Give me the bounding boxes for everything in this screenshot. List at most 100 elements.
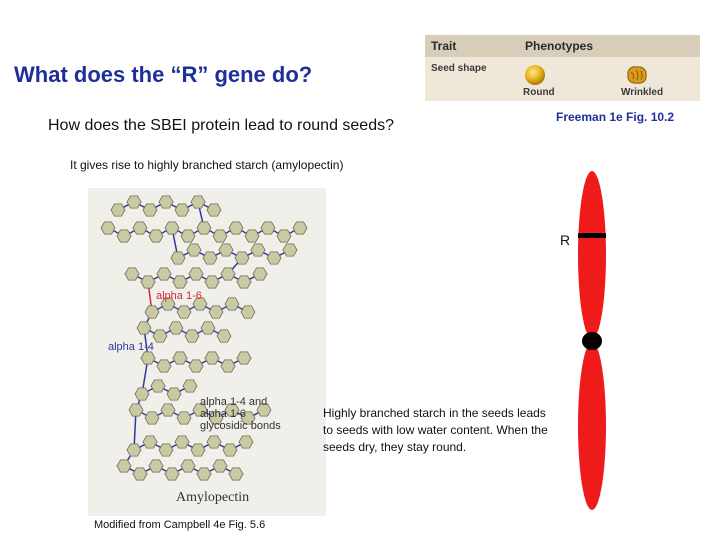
amylopectin-label: Amylopectin (176, 490, 250, 505)
glucose-unit (148, 229, 164, 243)
glucose-unit (176, 411, 192, 425)
glucose-unit (276, 229, 292, 243)
glucose-unit (216, 329, 232, 343)
glucose-unit (174, 435, 190, 449)
glucose-unit (170, 251, 186, 265)
glucose-unit (196, 221, 212, 235)
branch-bond (133, 409, 137, 451)
glucose-unit (282, 243, 298, 257)
glucose-unit (204, 275, 220, 289)
glucose-unit (208, 305, 224, 319)
glucose-unit (224, 403, 240, 417)
glucose-unit (144, 305, 160, 319)
amylopectin-structure-drawing (100, 195, 308, 481)
glucose-unit (218, 243, 234, 257)
glucose-unit (172, 351, 188, 365)
glucose-unit (228, 221, 244, 235)
glucose-unit (184, 329, 200, 343)
glycosidic-line-2: alpha 1-6 (200, 408, 246, 420)
glucose-unit (128, 403, 144, 417)
glucose-unit (192, 297, 208, 311)
answer-text: It gives rise to highly branched starch … (70, 158, 344, 172)
wrinkled-phenotype-label: Wrinkled (621, 87, 664, 98)
glucose-unit (136, 321, 152, 335)
centromere (582, 332, 602, 350)
glucose-unit (176, 305, 192, 319)
glucose-unit (292, 221, 308, 235)
alpha-1-4-label: alpha 1-4 (108, 341, 154, 353)
glucose-unit (244, 229, 260, 243)
seed-shape-label: Seed shape (431, 63, 487, 74)
glucose-unit (172, 275, 188, 289)
glucose-unit (116, 229, 132, 243)
glucose-unit (174, 203, 190, 217)
glucose-unit (236, 275, 252, 289)
slide-title: What does the “R” gene do? (14, 62, 313, 87)
glucose-unit (152, 329, 168, 343)
glucose-unit (212, 459, 228, 473)
glucose-unit (158, 195, 174, 209)
glucose-unit (140, 275, 156, 289)
glucose-unit (186, 243, 202, 257)
glucose-unit (144, 411, 160, 425)
trait-header-label: Trait (431, 39, 457, 53)
glucose-unit (220, 359, 236, 373)
glucose-unit (126, 195, 142, 209)
glucose-unit (250, 243, 266, 257)
glucose-unit (156, 359, 172, 373)
glucose-unit (192, 403, 208, 417)
amylopectin-figure: alpha 1-6 alpha 1-4 alpha 1-4 and alpha … (88, 188, 326, 516)
glucose-unit (222, 443, 238, 457)
glucose-unit (236, 351, 252, 365)
glucose-unit (110, 203, 126, 217)
glucose-unit (160, 403, 176, 417)
glucose-unit (252, 267, 268, 281)
r-gene-band (578, 233, 606, 238)
glucose-unit (148, 459, 164, 473)
glucose-unit (238, 435, 254, 449)
glucose-unit (156, 267, 172, 281)
glucose-unit (180, 459, 196, 473)
glucose-unit (158, 443, 174, 457)
glucose-unit (204, 351, 220, 365)
chromosome-upper-arm (578, 171, 606, 339)
glucose-unit (212, 229, 228, 243)
glucose-unit (190, 443, 206, 457)
question-text: How does the SBEI protein lead to round … (48, 117, 394, 134)
campbell-citation: Modified from Campbell 4e Fig. 5.6 (94, 519, 266, 531)
chromosome-lower-arm (578, 342, 606, 510)
glucose-unit (132, 467, 148, 481)
glucose-unit (208, 411, 224, 425)
glucose-unit (240, 411, 256, 425)
round-seed-icon (525, 65, 545, 85)
glucose-unit (190, 195, 206, 209)
glucose-unit (166, 387, 182, 401)
glucose-unit (234, 251, 250, 265)
glucose-unit (196, 467, 212, 481)
glucose-unit (142, 203, 158, 217)
glucose-unit (140, 351, 156, 365)
glucose-unit (168, 321, 184, 335)
glucose-unit (260, 221, 276, 235)
glycosidic-bonds-label: alpha 1-4 and alpha 1-6 glycosidic bonds (200, 396, 281, 432)
glucose-unit (188, 359, 204, 373)
glucose-unit (150, 379, 166, 393)
freeman-citation: Freeman 1e Fig. 10.2 (556, 110, 675, 124)
glucose-unit (200, 321, 216, 335)
glucose-unit (206, 435, 222, 449)
glucose-unit (256, 403, 272, 417)
glucose-unit (220, 267, 236, 281)
glucose-unit (228, 467, 244, 481)
r-gene-label: R (560, 232, 571, 248)
glucose-unit (160, 297, 176, 311)
glucose-unit (180, 229, 196, 243)
glucose-unit (188, 267, 204, 281)
glucose-unit (164, 467, 180, 481)
glucose-unit (202, 251, 218, 265)
alpha-1-6-label: alpha 1-6 (156, 290, 202, 302)
phenotypes-header-label: Phenotypes (525, 39, 594, 53)
trait-table-header (425, 35, 700, 57)
trait-phenotype-table: Trait Phenotypes Seed shape Round Wrinkl… (425, 35, 700, 101)
glucose-unit (124, 267, 140, 281)
glucose-unit (266, 251, 282, 265)
